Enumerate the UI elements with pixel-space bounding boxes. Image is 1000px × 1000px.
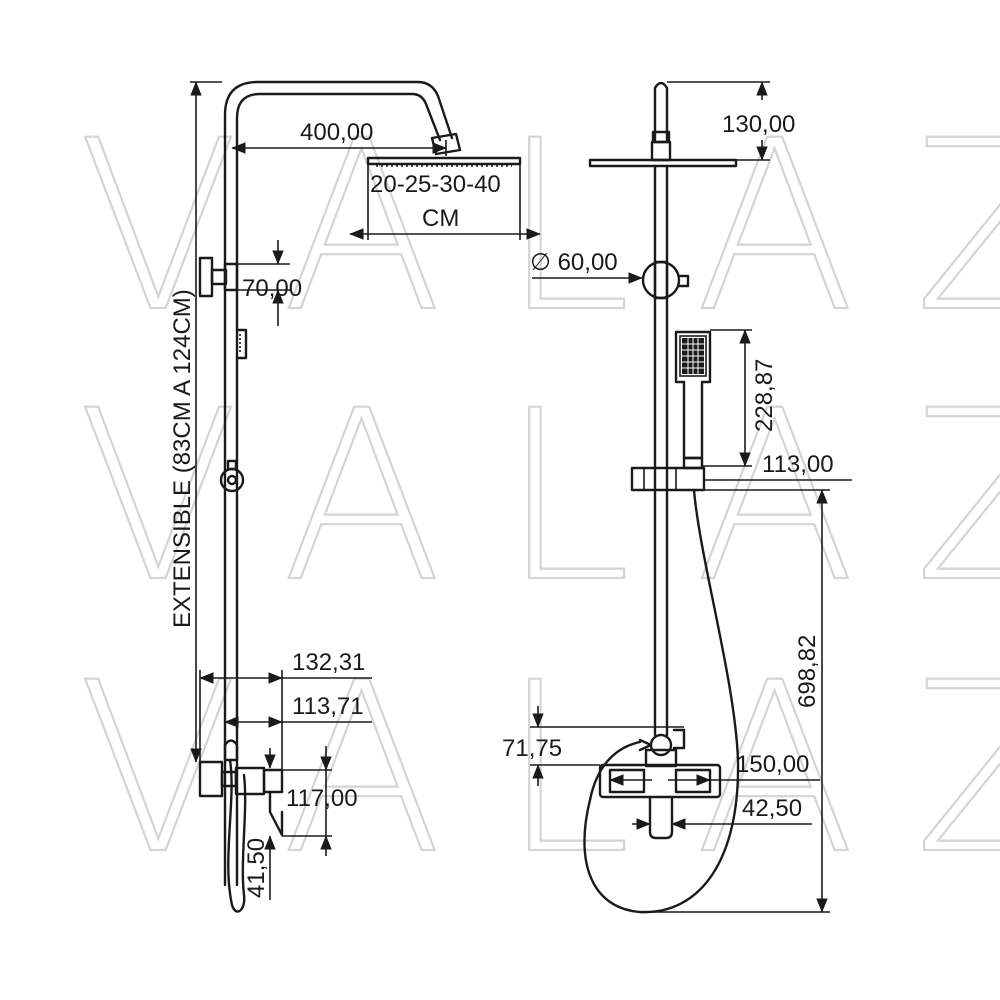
dim-holder-label: 113,00 <box>762 451 834 478</box>
front-dimensions: 130,00 ∅ 60,00 228,87 113,00 698,82 71,7… <box>502 81 852 913</box>
dim-head-label-1: 20-25-30-40 <box>370 171 501 198</box>
dim-diverter-label: 71,75 <box>502 735 562 762</box>
side-diverter <box>223 739 239 762</box>
dim-mixer-width-label: 150,00 <box>736 751 809 778</box>
front-shower-head <box>588 158 738 168</box>
front-view <box>583 81 740 914</box>
dim-arm-label: 400,00 <box>300 119 373 146</box>
dim-bar-label: 698,82 <box>794 635 821 708</box>
front-hose <box>583 488 740 914</box>
dim-diameter-label: ∅ 60,00 <box>530 249 618 276</box>
side-bracket-collar <box>223 262 239 292</box>
dim-extensible-label: EXTENSIBLE (83CM A 124CM) <box>169 289 196 628</box>
dim-handle-label: 41,50 <box>243 838 270 898</box>
side-hand-shower <box>235 328 248 360</box>
side-mixer-handle <box>268 790 284 837</box>
watermark-row-1: VALAZ <box>78 91 1000 364</box>
side-column-inner <box>235 92 442 887</box>
dim-mixer-height-label: 117,00 <box>286 785 358 812</box>
dim-hand-shower-label: 228,87 <box>751 359 778 432</box>
side-mixer-cap <box>262 768 284 794</box>
watermark-row-3: VALAZ <box>78 633 1000 906</box>
front-spray-nozzles <box>682 338 704 374</box>
front-spout <box>648 795 674 840</box>
watermark: VALAZ VALAZ VALAZ <box>77 90 1000 907</box>
side-hose <box>227 758 247 913</box>
dim-depth-inner-label: 113,71 <box>292 693 364 720</box>
side-dimensions: EXTENSIBLE (83CM A 124CM) 400,00 20-25-3… <box>169 81 541 900</box>
side-column-outer <box>223 80 454 887</box>
dim-top-label: 130,00 <box>722 111 795 138</box>
front-slider-holder <box>630 466 706 492</box>
dim-depth-outer-label: 132,31 <box>292 649 365 676</box>
dim-spout-label: 42,50 <box>742 795 802 822</box>
front-top-tube <box>653 81 669 142</box>
dim-bracket-label: 70,00 <box>242 275 302 302</box>
watermark-row-2: VALAZ <box>78 361 1000 634</box>
dim-head-label-2: CM <box>422 205 459 232</box>
side-view <box>198 80 522 913</box>
